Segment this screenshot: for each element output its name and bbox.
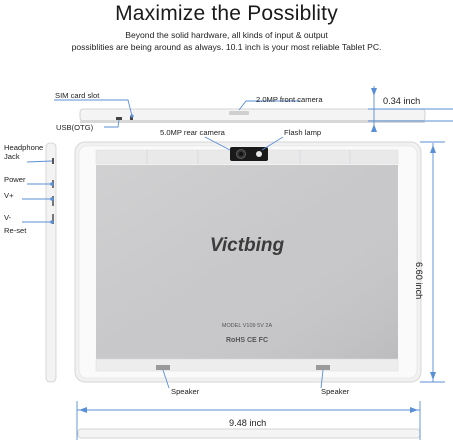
power-label: Power bbox=[4, 175, 26, 184]
speaker-left-label: Speaker bbox=[171, 387, 200, 396]
width-dimension: 9.48 inch bbox=[229, 418, 267, 428]
flash-lamp-label: Flash lamp bbox=[284, 128, 322, 137]
tablet-bottom-edge-view bbox=[77, 428, 421, 439]
brand-logo: Victbing bbox=[210, 235, 285, 256]
tablet-top-edge-view bbox=[79, 108, 426, 123]
speaker-grille-left bbox=[156, 365, 170, 370]
tablet-side-view bbox=[45, 142, 57, 383]
rear-camera-label: 5.0MP rear camera bbox=[160, 128, 225, 137]
height-dimension: 6.60 inch bbox=[414, 262, 424, 300]
volume-down-label: V- bbox=[4, 213, 12, 222]
speaker-grille-right bbox=[316, 365, 330, 370]
volume-up-label: V+ bbox=[4, 191, 14, 200]
model-label: MODEL V109 5V 2A bbox=[222, 323, 273, 329]
headphone-jack-label: Headphone Jack bbox=[4, 143, 44, 161]
front-camera-label: 2.0MP front camera bbox=[256, 95, 323, 104]
thickness-dimension: 0.34 inch bbox=[383, 96, 421, 106]
reset-label: Re-set bbox=[4, 226, 27, 235]
subtitle-line-1: Beyond the solid hardware, all kinds of … bbox=[125, 30, 328, 40]
sim-card-slot-label: SIM card slot bbox=[55, 91, 100, 100]
page-title: Maximize the Possiblity bbox=[115, 2, 338, 25]
speaker-right-label: Speaker bbox=[321, 387, 350, 396]
certification-marks: RoHS CE FC bbox=[226, 337, 268, 344]
usb-otg-label: USB(OTG) bbox=[56, 123, 94, 132]
subtitle-line-2: possiblities are being around as always.… bbox=[71, 42, 382, 52]
tablet-back-view bbox=[74, 141, 422, 383]
